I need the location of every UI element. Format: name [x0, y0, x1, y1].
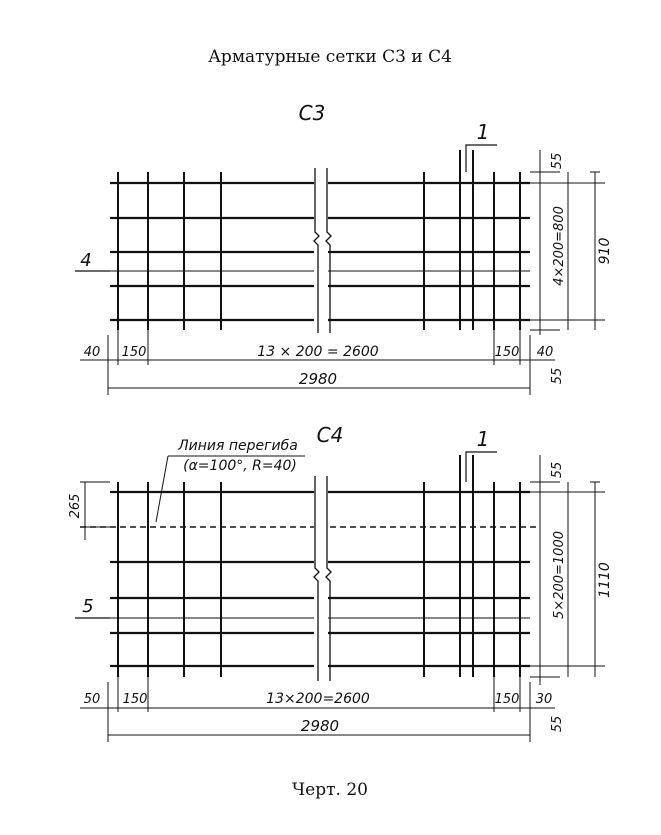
- c3-bottom-dimensions: [80, 330, 555, 395]
- c4-dim-left-spacing: 150: [123, 692, 148, 707]
- c4-dim-top-edge: 55: [550, 462, 565, 479]
- c3-dim-left-spacing: 150: [122, 345, 147, 360]
- mesh-c3-transverse-bars: [117, 150, 521, 330]
- c4-right-dimensions: [530, 455, 605, 685]
- page-title: Арматурные сетки С3 и С4: [208, 47, 452, 67]
- c3-position-1: 1: [477, 120, 490, 144]
- mesh-c3-label: С3: [299, 101, 326, 125]
- c3-position-4: 4: [80, 250, 91, 271]
- c3-break-mark: [313, 168, 332, 333]
- c4-dim-right-overhang: 30: [536, 692, 553, 707]
- figure-caption: Черт. 20: [292, 780, 368, 800]
- c4-bend-line-title: Линия перегиба: [177, 438, 298, 454]
- mesh-c4-grid: [80, 455, 540, 681]
- c3-dim-total-height: 910: [597, 238, 613, 265]
- c4-dim-total-length: 2980: [301, 717, 339, 735]
- c3-right-dimensions: [530, 150, 605, 335]
- c3-dim-middle-spacing: 13 × 200 = 2600: [257, 344, 379, 360]
- c4-position-5: 5: [82, 596, 93, 617]
- c4-dim-total-height: 1110: [597, 562, 613, 598]
- c4-dim-middle-spacing: 13×200=2600: [266, 691, 370, 707]
- c3-dim-right-overhang: 40: [537, 345, 554, 360]
- c4-break-mark: [313, 476, 332, 681]
- mesh-c4-label: С4: [317, 423, 344, 447]
- c3-dim-total-length: 2980: [299, 370, 337, 388]
- c4-bend-line-leader: [155, 455, 305, 523]
- c3-dim-right-spacing: 150: [495, 345, 520, 360]
- c3-dim-top-edge: 55: [550, 153, 565, 170]
- c4-leader-1: [465, 451, 497, 482]
- c3-dim-spacing: 4×200=800: [552, 206, 567, 286]
- mesh-c3-grid: [110, 150, 530, 333]
- c4-dim-right-spacing: 150: [495, 692, 520, 707]
- c4-position-1: 1: [477, 427, 490, 451]
- c4-dim-spacing: 5×200=1000: [552, 531, 567, 619]
- mesh-c4: С4: [68, 423, 613, 742]
- mesh-c3: С3: [75, 101, 613, 395]
- c4-dim-left-overhang: 50: [84, 692, 101, 707]
- c4-bend-line-params: (α=100°, R=40): [183, 458, 297, 474]
- c4-left-dimensions: [80, 481, 110, 540]
- c3-dim-bottom-edge: 55: [550, 368, 565, 385]
- c4-dim-bottom-edge: 55: [550, 716, 565, 733]
- mesh-c4-transverse-bars: [117, 455, 521, 677]
- c3-dim-left-overhang: 40: [84, 345, 101, 360]
- c4-bottom-dimensions: [80, 677, 555, 742]
- c4-dim-bend-offset: 265: [68, 494, 83, 519]
- c3-leader-1: [465, 144, 497, 172]
